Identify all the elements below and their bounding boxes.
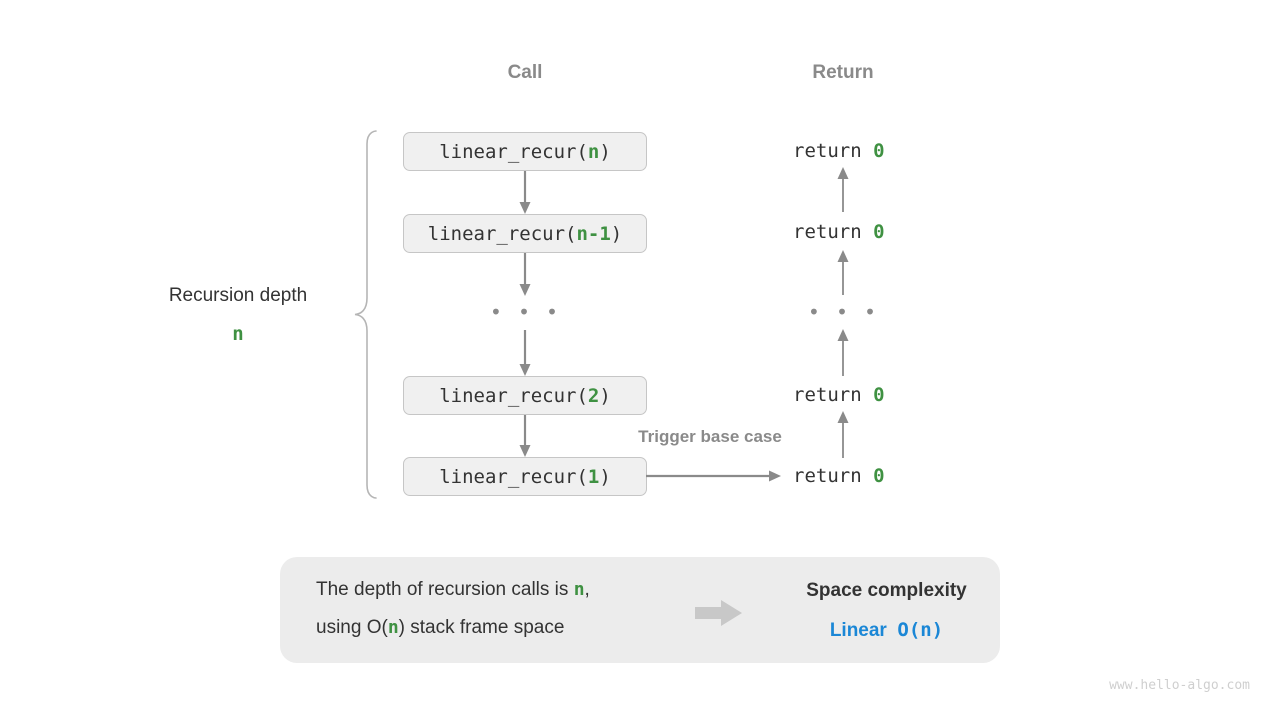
summary-panel: The depth of recursion calls is n, using…	[280, 557, 1000, 663]
summary-line-1-text-b: ,	[584, 579, 590, 600]
return-keyword-4: return	[793, 465, 874, 487]
up-arrow-icon-2	[833, 249, 853, 295]
return-keyword-1: return	[793, 140, 874, 162]
watermark: www.hello-algo.com	[1109, 678, 1250, 693]
down-arrow-icon-3	[515, 330, 535, 377]
call-frame-4[interactable]: linear_recur(1)	[403, 457, 647, 496]
down-arrow-icon-1	[515, 171, 535, 215]
call-frame-3-suffix: )	[599, 384, 611, 407]
return-value-3: 0	[873, 384, 885, 406]
call-frame-4-suffix: )	[599, 465, 611, 488]
call-frame-4-arg: 1	[587, 465, 600, 488]
return-value-4: 0	[873, 465, 885, 487]
summary-result-word: Linear	[829, 620, 887, 641]
return-keyword-2: return	[793, 221, 874, 243]
down-arrow-icon-2	[515, 253, 535, 297]
call-frame-1-arg: n	[587, 140, 600, 163]
return-value-1: 0	[873, 140, 885, 162]
up-arrow-icon-1	[833, 166, 853, 212]
summary-title: Space complexity	[806, 580, 967, 601]
down-arrow-icon-4	[515, 415, 535, 458]
summary-line-2-text-b: ) stack frame space	[398, 617, 565, 638]
column-header-return: Return	[812, 62, 874, 83]
summary-result: Linear O(n)	[773, 619, 1000, 642]
up-arrow-icon-4	[833, 410, 853, 458]
return-column-ellipsis: • • •	[807, 300, 879, 324]
call-frame-3[interactable]: linear_recur(2)	[403, 376, 647, 415]
trigger-base-case-note: Trigger base case	[638, 427, 782, 446]
summary-line-1-var: n	[573, 579, 585, 600]
summary-line-1-text-a: The depth of recursion calls is	[316, 579, 574, 600]
return-label-3: return 0	[793, 384, 885, 406]
block-arrow-icon	[695, 599, 743, 627]
up-arrow-icon-3	[833, 328, 853, 376]
return-label-4: return 0	[793, 465, 885, 487]
summary-line-2: using O(n) stack frame space	[316, 617, 564, 639]
return-value-2: 0	[873, 221, 885, 243]
call-frame-2-suffix: )	[610, 222, 623, 245]
summary-result-notation: O(n)	[897, 619, 944, 641]
call-frame-2[interactable]: linear_recur(n-1)	[403, 214, 647, 253]
recursion-depth-value: n	[232, 323, 244, 345]
call-column-ellipsis: • • •	[489, 300, 561, 324]
summary-result-gap	[887, 620, 898, 641]
column-header-call: Call	[507, 62, 543, 83]
summary-line-1: The depth of recursion calls is n,	[316, 579, 590, 601]
summary-line-2-var: n	[387, 617, 399, 638]
call-frame-1[interactable]: linear_recur(n)	[403, 132, 647, 171]
call-frame-2-arg: n-1	[576, 222, 611, 245]
summary-line-2-text-a: using O(	[316, 617, 388, 638]
recursion-depth-label: Recursion depth	[168, 285, 308, 306]
return-label-2: return 0	[793, 221, 885, 243]
call-frame-3-prefix: linear_recur(	[439, 384, 588, 407]
call-frame-4-prefix: linear_recur(	[439, 465, 588, 488]
call-frame-1-prefix: linear_recur(	[439, 140, 588, 163]
return-label-1: return 0	[793, 140, 885, 162]
call-frame-3-arg: 2	[587, 384, 600, 407]
call-frame-2-prefix: linear_recur(	[427, 222, 577, 245]
right-arrow-icon	[646, 466, 782, 486]
return-keyword-3: return	[793, 384, 874, 406]
curly-brace-icon	[348, 122, 382, 507]
call-frame-1-suffix: )	[599, 140, 611, 163]
